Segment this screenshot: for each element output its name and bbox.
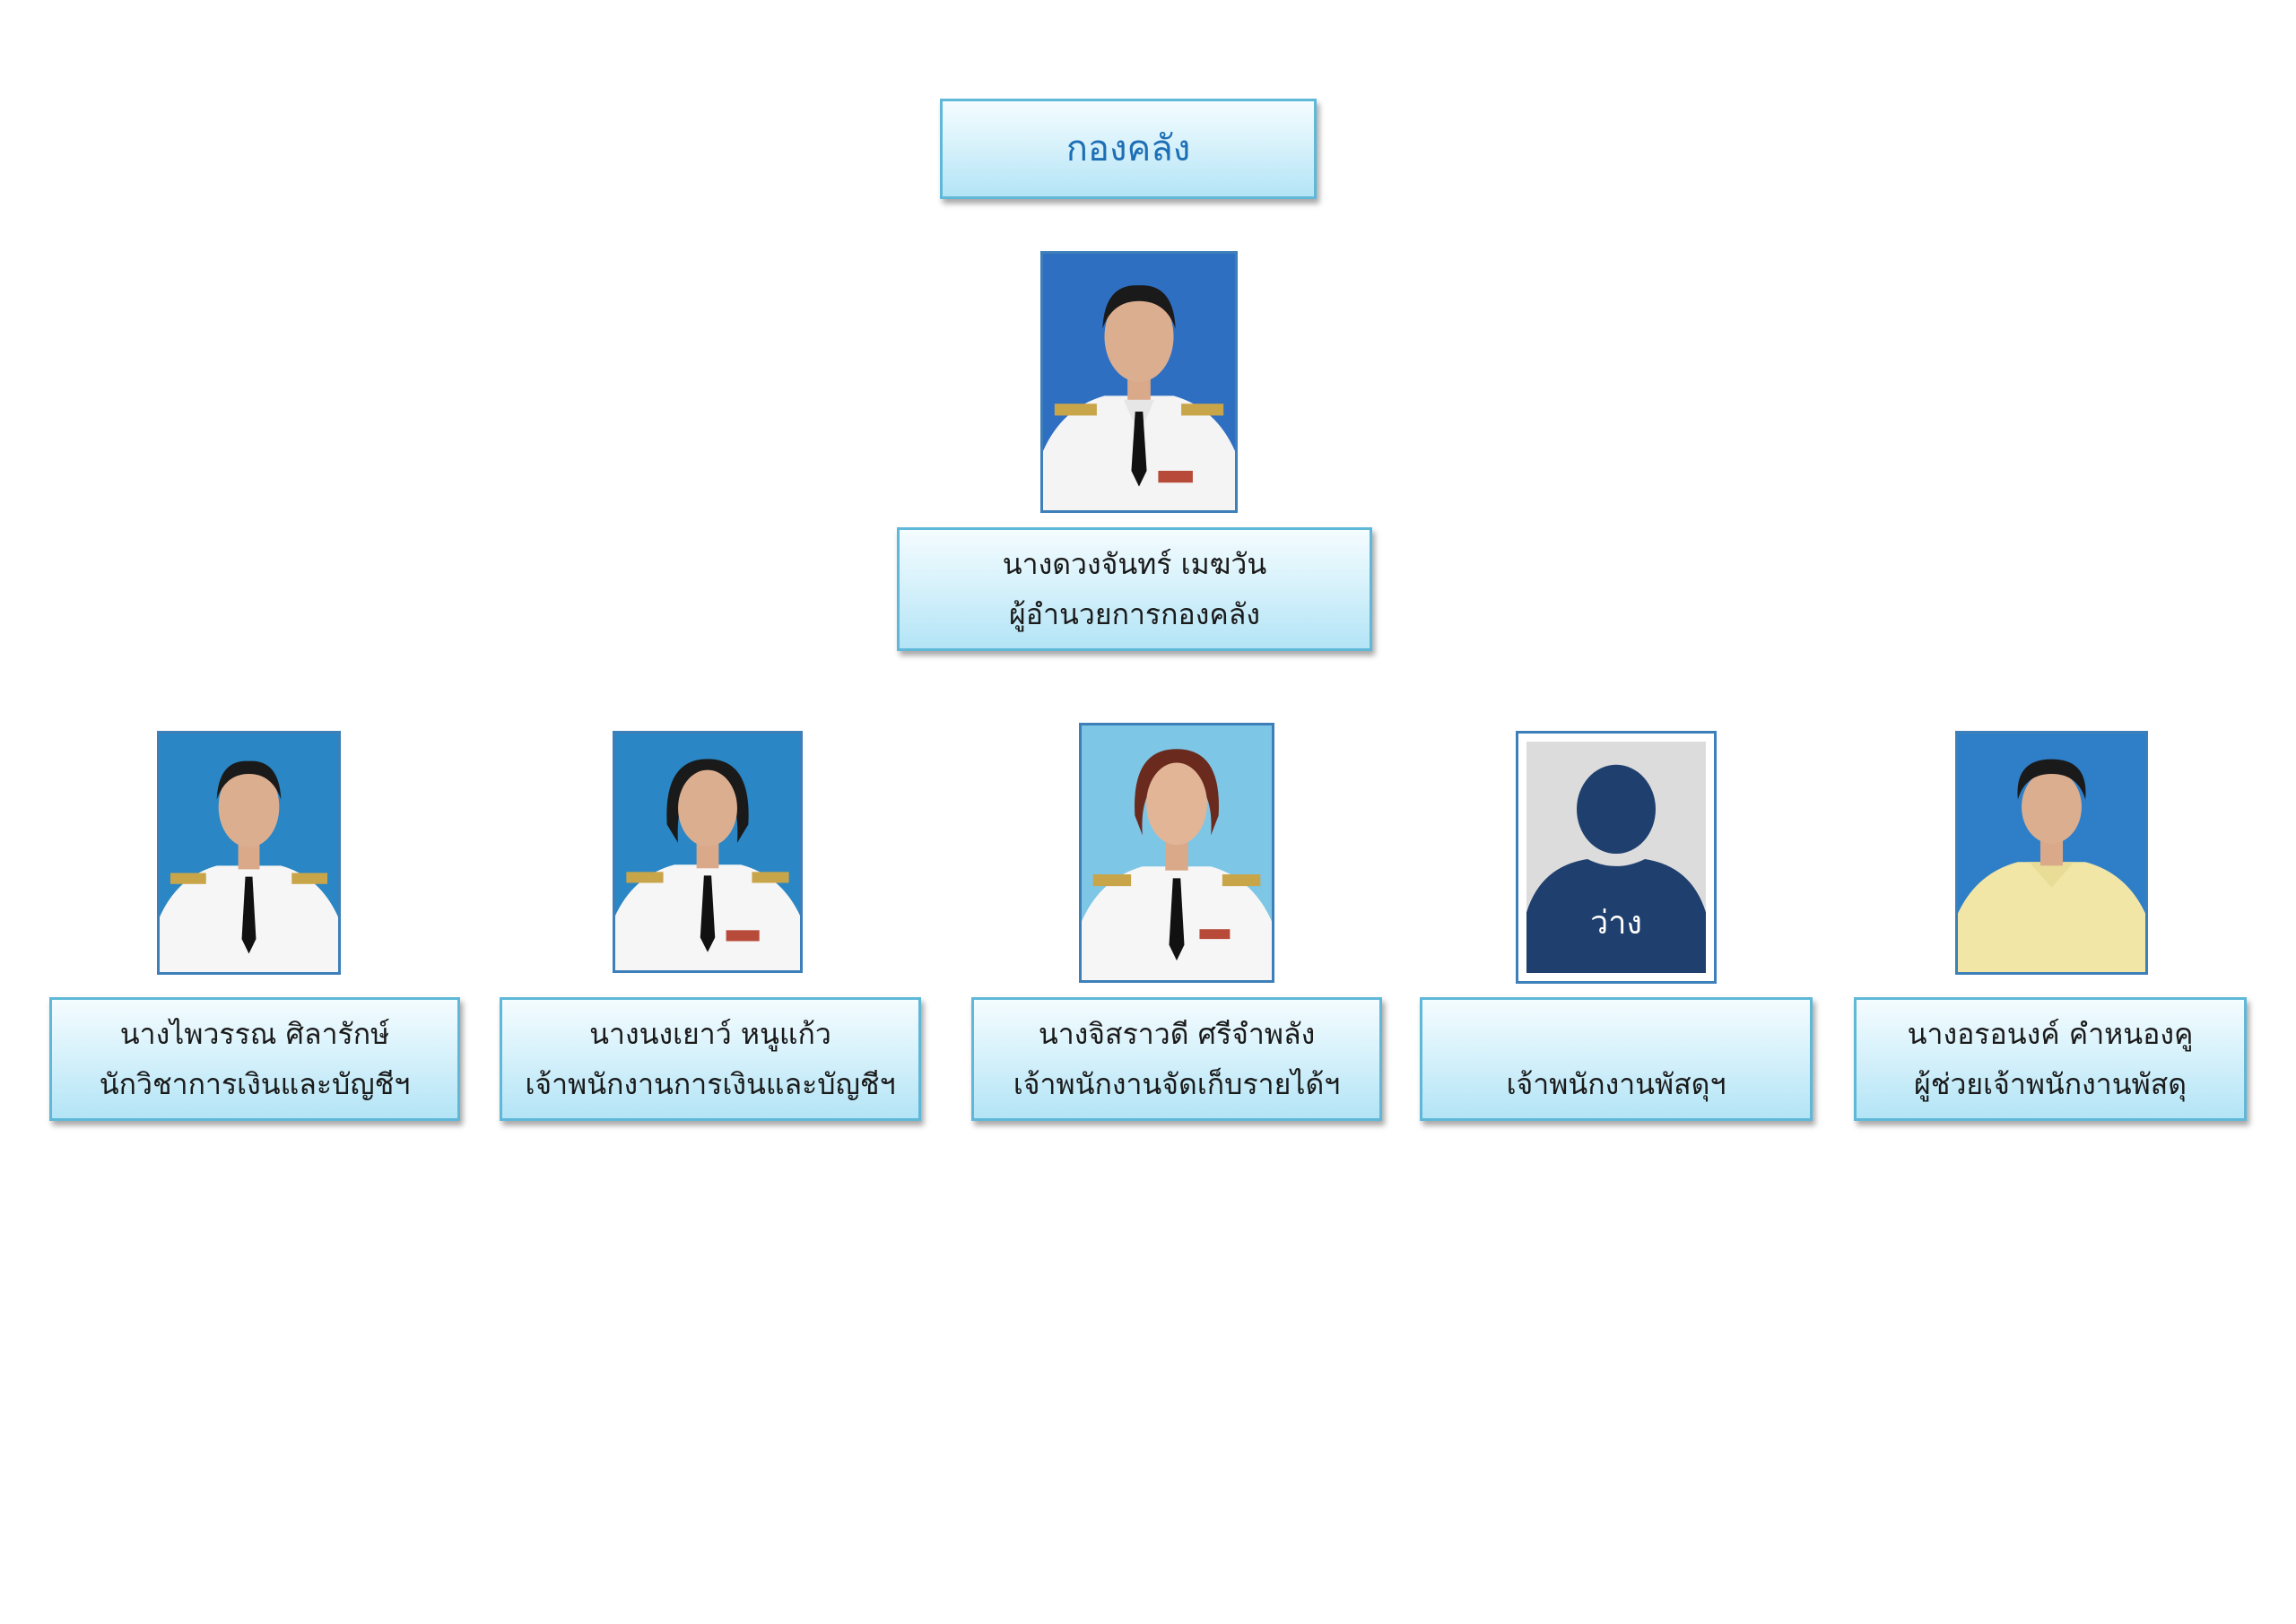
head-name: นางดวงจันทร์ เมฆวัน [1002,547,1267,581]
staff-info-box-5: นางอรอนงค์ คำหนองคู ผู้ช่วยเจ้าพนักงานพั… [1854,997,2247,1121]
head-info-box: นางดวงจันทร์ เมฆวัน ผู้อำนวยการกองคลัง [897,527,1372,651]
staff-photo-3 [1079,723,1274,983]
staff-info-box-2: นางนงเยาว์ หนูแก้ว เจ้าพนักงานการเงินและ… [500,997,921,1121]
head-photo [1040,251,1238,513]
staff-position-2: เจ้าพนักงานการเงินและบัญชีฯ [525,1067,896,1101]
staff-position-4: เจ้าพนักงานพัสดุฯ [1506,1067,1726,1101]
staff-info-box-1: นางไพวรรณ ศิลารักษ์ นักวิชาการเงินและบัญ… [49,997,460,1121]
staff-info-box-4: เจ้าพนักงานพัสดุฯ [1420,997,1813,1121]
staff-name-1: นางไพวรรณ ศิลารักษ์ [119,1017,390,1051]
staff-position-1: นักวิชาการเงินและบัญชีฯ [99,1067,411,1101]
staff-name-2: นางนงเยาว์ หนูแก้ว [589,1017,831,1051]
department-title: กองคลัง [1065,128,1191,169]
vacant-photo: ว่าง [1516,731,1717,984]
vacant-label: ว่าง [1589,905,1642,942]
staff-info-box-3: นางจิสราวดี ศรีจำพลัง เจ้าพนักงานจัดเก็บ… [971,997,1382,1121]
department-title-box: กองคลัง [940,99,1317,199]
person-silhouette-icon [1526,742,1706,973]
staff-photo-5 [1955,731,2148,975]
staff-photo-1 [157,731,341,975]
head-position: ผู้อำนวยการกองคลัง [1009,597,1260,631]
staff-name-3: นางจิสราวดี ศรีจำพลัง [1038,1017,1316,1051]
staff-photo-2 [613,731,803,973]
staff-position-5: ผู้ช่วยเจ้าพนักงานพัสดุ [1913,1067,2187,1101]
staff-position-3: เจ้าพนักงานจัดเก็บรายได้ฯ [1013,1067,1341,1101]
staff-name-5: นางอรอนงค์ คำหนองคู [1907,1017,2194,1051]
